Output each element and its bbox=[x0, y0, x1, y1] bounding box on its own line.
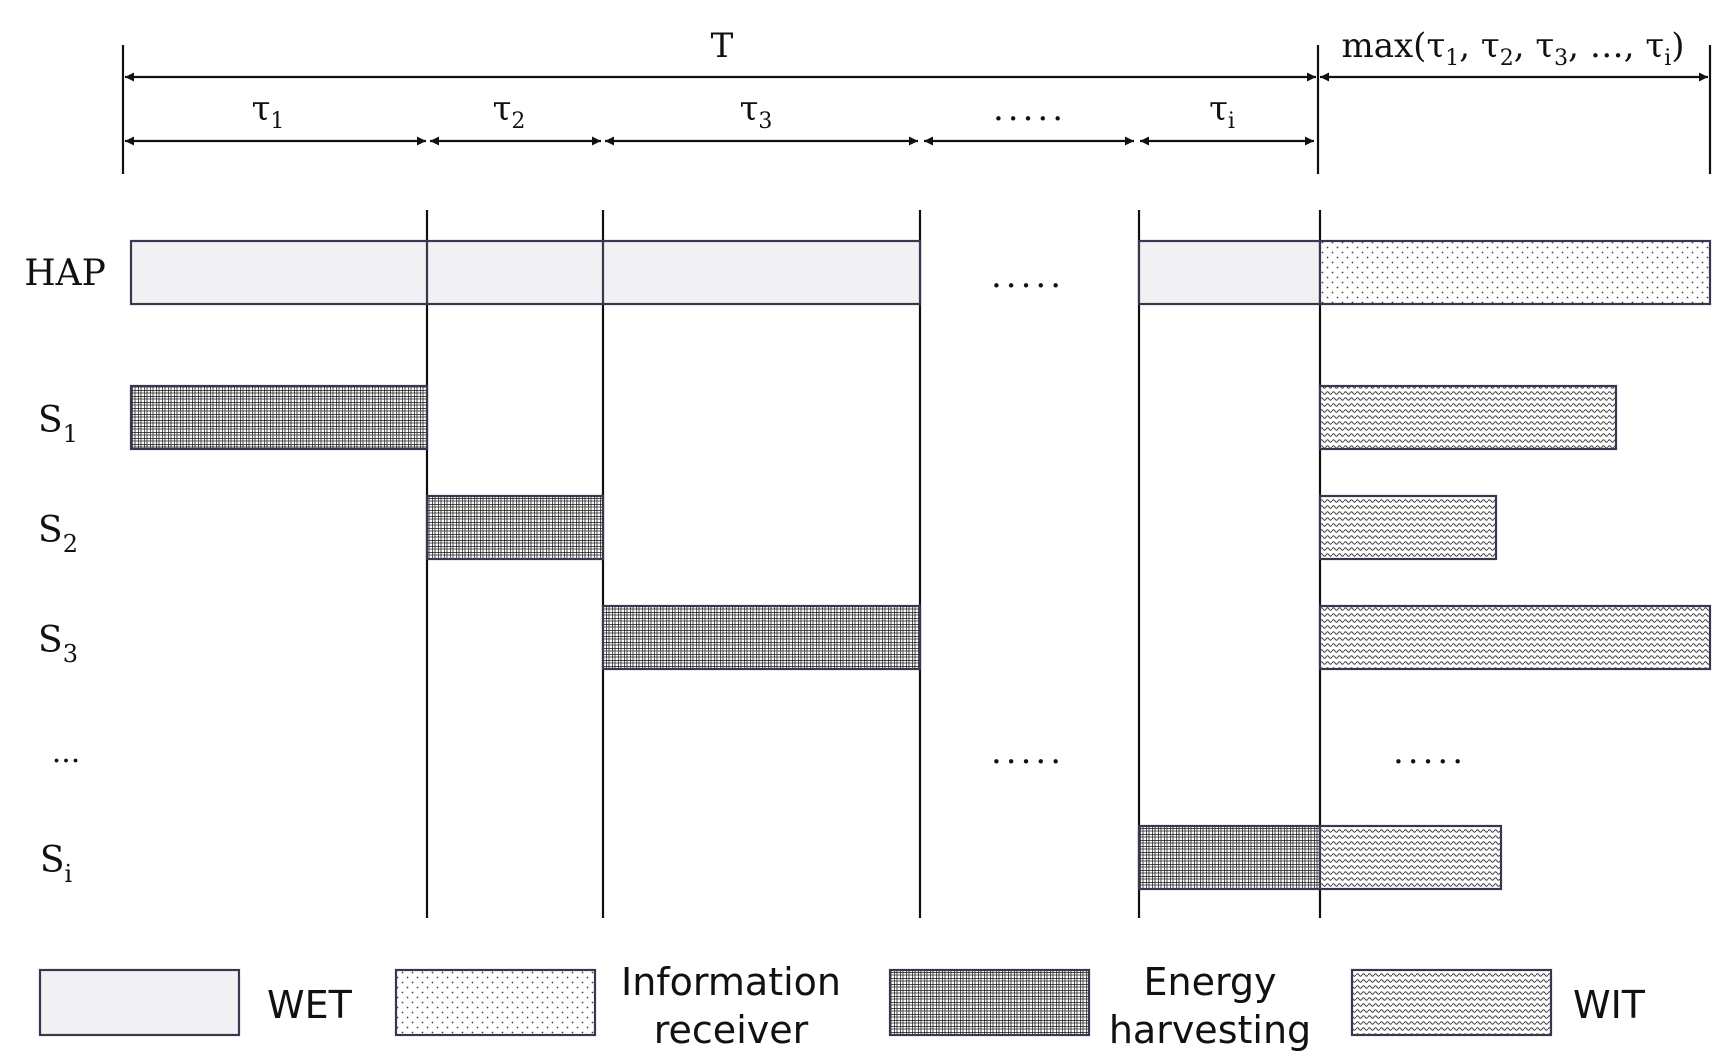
si-wit-block bbox=[1318, 824, 1503, 891]
hap-info-receiver-block bbox=[1318, 239, 1712, 306]
row-label-hap: HAP bbox=[24, 253, 106, 294]
max-duration-label: max(τ1, τ2, τ3, …, τi) bbox=[1341, 26, 1684, 71]
legend-swatch-energy bbox=[888, 968, 1091, 1037]
tau2-label: τ2 bbox=[493, 89, 526, 134]
wit-blocks bbox=[1318, 384, 1712, 891]
row-label-si: Si bbox=[40, 840, 73, 888]
legend-label-info-2: receiver bbox=[654, 1008, 809, 1052]
s2-wit-block bbox=[1318, 494, 1498, 561]
legend-swatch-info bbox=[394, 968, 597, 1037]
hap-gap-label: ..... bbox=[991, 256, 1065, 296]
legend-label-wit: WIT bbox=[1573, 983, 1646, 1027]
legend-label-energy-2: harvesting bbox=[1109, 1008, 1311, 1052]
s1-energy-block bbox=[129, 384, 429, 451]
s1-wit-block bbox=[1318, 384, 1618, 451]
row-label-s2: S2 bbox=[38, 510, 78, 558]
timeline-annotations: T max(τ1, τ2, τ3, …, τi) τ1 τ2 τ3 ..... … bbox=[121, 26, 1712, 174]
ellipsis-row-gap-right: ..... bbox=[1393, 732, 1467, 772]
T-label: T bbox=[711, 26, 734, 66]
legend-swatch-wet bbox=[38, 968, 241, 1037]
s2-energy-block bbox=[425, 494, 605, 561]
row-labels: HAP S1 S2 S3 ... Si bbox=[24, 253, 106, 888]
s3-energy-block bbox=[601, 604, 922, 671]
row-label-s3: S3 bbox=[38, 620, 78, 668]
ellipsis-row-gap-mid: ..... bbox=[991, 732, 1065, 772]
legend-label-info-1: Information bbox=[621, 960, 841, 1004]
legend-swatch-wit bbox=[1350, 968, 1553, 1037]
tau1-label: τ1 bbox=[252, 89, 285, 134]
legend-label-wet: WET bbox=[267, 983, 353, 1027]
hap-row: ..... bbox=[129, 239, 1712, 306]
si-energy-block bbox=[1137, 824, 1322, 891]
taui-label: τi bbox=[1209, 89, 1235, 134]
legend: WET Information receiver Energy harvesti… bbox=[38, 960, 1646, 1052]
legend-label-energy-1: Energy bbox=[1143, 960, 1276, 1004]
tau3-label: τ3 bbox=[740, 89, 773, 134]
slot-boundaries bbox=[425, 210, 1322, 918]
gap-label-top: ..... bbox=[993, 89, 1067, 129]
s3-wit-block bbox=[1318, 604, 1712, 671]
row-label-ellipsis: ... bbox=[52, 735, 81, 770]
energy-blocks bbox=[129, 384, 1322, 891]
hap-wet-block bbox=[129, 239, 922, 306]
hap-wet-block-i bbox=[1137, 239, 1322, 306]
row-label-s1: S1 bbox=[38, 400, 78, 448]
